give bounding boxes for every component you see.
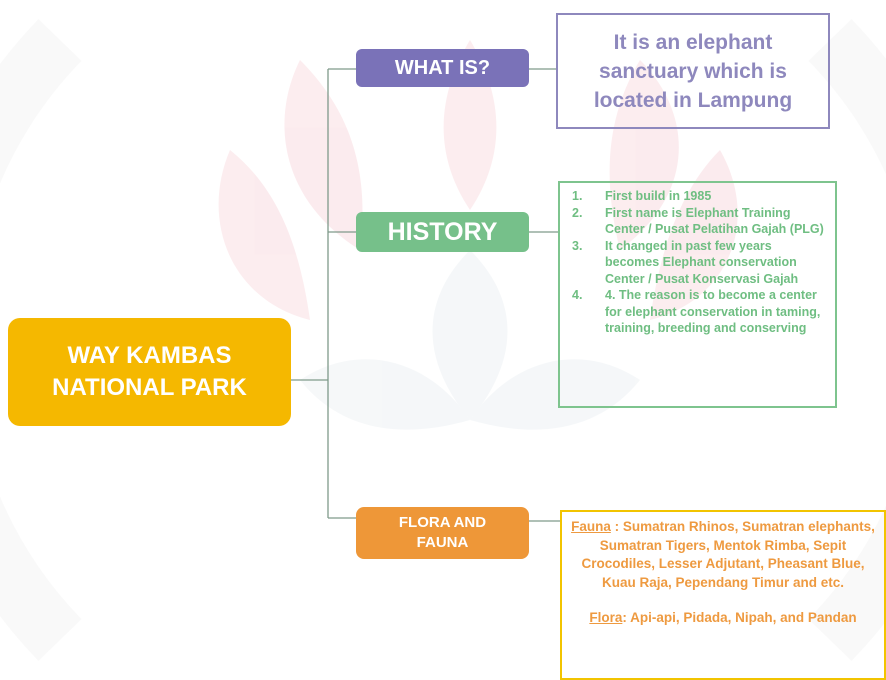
root-node-way-kambas: WAY KAMBAS NATIONAL PARK (8, 318, 291, 426)
root-title-line2: NATIONAL PARK (52, 374, 247, 401)
history-item-text: First build in 1985 (605, 189, 712, 203)
flora-fauna-content-box: Fauna : Sumatran Rhinos, Sumatran elepha… (560, 510, 886, 680)
what-is-line: sanctuary which is (599, 59, 787, 83)
branch-flora-fauna: FLORA AND FAUNA (356, 507, 529, 559)
history-item-text: It changed in past few years becomes Ele… (605, 238, 799, 286)
branch-flora-fauna-label-line2: FAUNA (416, 534, 469, 551)
history-item: 1. First build in 1985 (572, 188, 825, 205)
root-title-line1: WAY KAMBAS (67, 342, 232, 369)
what-is-content-box: It is an elephant sanctuary which is loc… (556, 13, 830, 129)
branch-flora-fauna-label-line1: FLORA AND (398, 514, 487, 531)
history-item-number: 3. (572, 238, 583, 253)
history-item: 4. 4. The reason is to become a center f… (572, 287, 825, 337)
history-item-number: 2. (572, 205, 583, 220)
flora-text: : Api-api, Pidada, Nipah, and Pandan (622, 610, 857, 625)
fauna-text: : Sumatran Rhinos, Sumatran elephants, S… (581, 519, 875, 590)
flora-paragraph: Flora: Api-api, Pidada, Nipah, and Panda… (570, 609, 876, 628)
flora-label: Flora (589, 610, 623, 625)
history-item: 3. It changed in past few years becomes … (572, 238, 825, 288)
fauna-paragraph: Fauna : Sumatran Rhinos, Sumatran elepha… (570, 518, 876, 592)
history-item-text: 4. The reason is to become a center for … (605, 288, 821, 335)
history-list: 1. First build in 1985 2. First name is … (572, 188, 825, 337)
fauna-label: Fauna (571, 519, 611, 534)
history-item-text: First name is Elephant Training Center /… (605, 205, 824, 237)
branch-history-label: HISTORY (387, 217, 498, 246)
history-item: 2. First name is Elephant Training Cente… (572, 205, 825, 238)
branch-what-is-label: WHAT IS? (394, 56, 491, 79)
what-is-line: located in Lampung (593, 88, 793, 112)
history-item-number: 4. (572, 288, 583, 302)
history-item-number: 1. (572, 189, 583, 203)
branch-what-is: WHAT IS? (356, 49, 529, 87)
branch-history: HISTORY (356, 212, 529, 252)
what-is-line: It is an elephant (613, 30, 773, 54)
history-content-box: 1. First build in 1985 2. First name is … (558, 181, 837, 408)
